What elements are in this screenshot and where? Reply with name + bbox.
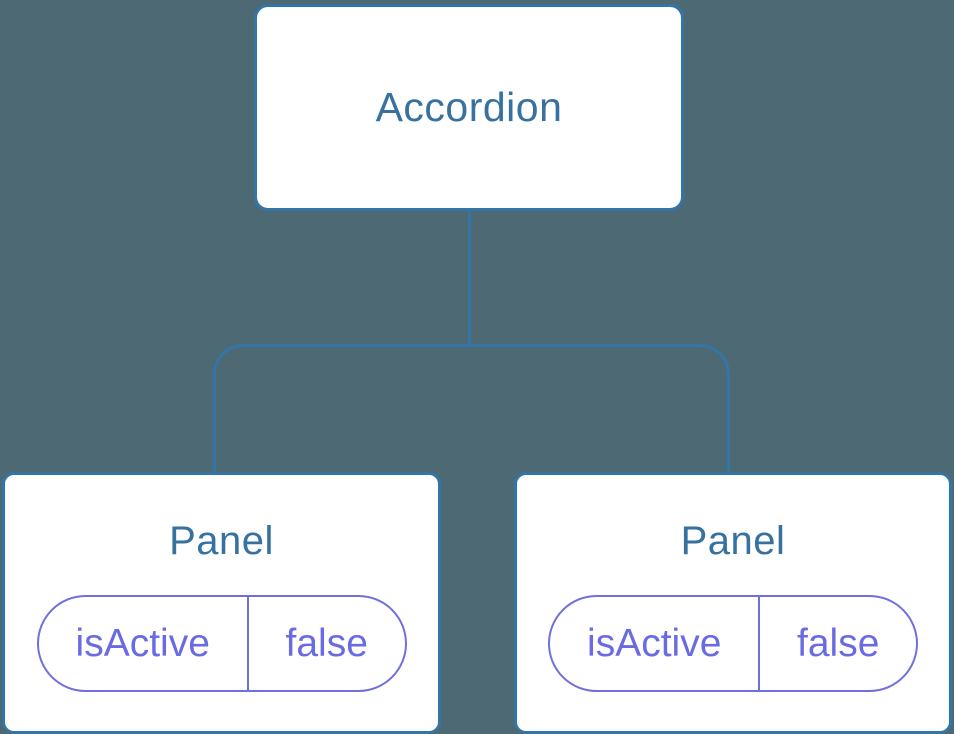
accordion-node-label: Accordion (375, 84, 563, 130)
tree-node-accordion: Accordion (254, 4, 684, 211)
connector-stem (468, 210, 471, 346)
state-key: isActive (39, 597, 249, 690)
panel-node-label: Panel (680, 519, 786, 563)
state-pill: isActive false (36, 595, 407, 692)
tree-node-panel-left: Panel isActive false (2, 472, 441, 734)
state-value: false (285, 622, 368, 665)
state-pill: isActive false (548, 595, 918, 692)
tree-node-panel-right: Panel isActive false (514, 472, 952, 734)
state-key: isActive (550, 597, 761, 690)
state-value: false (797, 622, 880, 665)
panel-node-label: Panel (169, 519, 274, 563)
connector-branch (213, 344, 730, 474)
